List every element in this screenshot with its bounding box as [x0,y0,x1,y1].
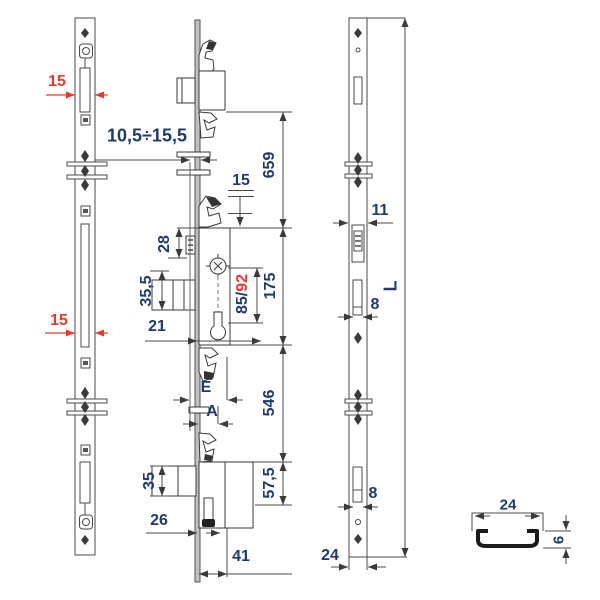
dim-strip-width: 24 [321,547,339,564]
dim-section-depth: 6 [550,535,568,545]
adjuster-band [66,174,108,180]
dim-85: 85/ [234,291,251,315]
right-faceplate-view [344,17,373,558]
right-dimensions [331,17,409,571]
screw-hole-icon [81,150,89,191]
screw-hole-icon [81,387,89,426]
dim-entry-a: A [206,403,218,420]
right-faceplate-body [348,17,368,558]
dim-case-height: 175 [262,272,279,300]
keeper-insert [353,230,363,252]
slot-hole [352,279,363,316]
screw-hole-icon [354,534,362,544]
dim-bottom-distance: 546 [261,389,278,417]
adjuster-band [66,410,108,416]
adjuster-band [188,406,210,414]
square-hole [80,444,91,456]
dim-slot-width-mid: 8 [370,296,380,313]
dim-left-width-top: 15 [48,73,66,90]
dim-cyl-offset: 21 [148,318,166,335]
dim-top-distance: 659 [261,151,278,179]
square-hole [80,114,91,126]
roller-keep-hole [79,43,93,59]
screw-hole-icon [354,28,362,38]
screw-hole-icon [81,28,89,38]
slot-hole [352,466,363,503]
aux-latch [198,111,218,139]
dim-backset-range: 10,5÷15,5 [107,125,187,146]
dim-section-width: 24 [499,496,517,514]
dim-entry-e: E [200,379,212,396]
adjuster-band [66,161,108,167]
keeper-slot [351,224,365,263]
red-width-dimensions [45,91,108,337]
dim-latch-offset: 15 [232,172,250,189]
dim-keep-height-mid: 35,5 [138,275,155,307]
screw-hole-icon [354,389,362,425]
left-faceplate-view [66,17,108,556]
adjuster-band [66,398,108,404]
dim-92: 92 [234,273,251,292]
lower-hook-bolt [198,347,219,382]
channel-section-view [471,512,571,564]
dim-left-width-bottom: 15 [50,312,68,329]
adjuster-band [176,169,211,176]
adjuster-band [176,151,211,158]
dim-total-length: L [380,280,401,292]
aux-lock-case [198,70,226,111]
roller-keep-hole [79,514,93,530]
square-hole [80,205,91,217]
dim-keep-height-bottom: 35 [141,472,158,490]
screw-hole-icon [354,332,362,344]
dim-aux-offset: 28 [156,235,173,253]
middle-dimensions [95,111,292,578]
left-faceplate-body [74,17,96,556]
dim-keeper-width: 11 [371,202,389,219]
slot-hole [353,76,363,105]
long-slot [80,223,90,348]
slot-hole [79,67,91,113]
screw-hole-icon [81,535,89,545]
screw-hole-icon [354,152,362,188]
channel-profile [476,529,539,548]
dim-handle-cylinder-distance: 85/92 [234,274,252,314]
aux-keep-box [176,77,196,104]
dim-keep-depth: 26 [150,512,168,529]
middle-lock-view [151,19,254,583]
cylinder-hole [210,311,226,341]
dim-slot-width-bottom: 8 [368,485,378,502]
square-hole [80,357,91,369]
dim-bottom-box-height: 57,5 [261,467,278,499]
dim-box-depth: 41 [232,548,250,565]
